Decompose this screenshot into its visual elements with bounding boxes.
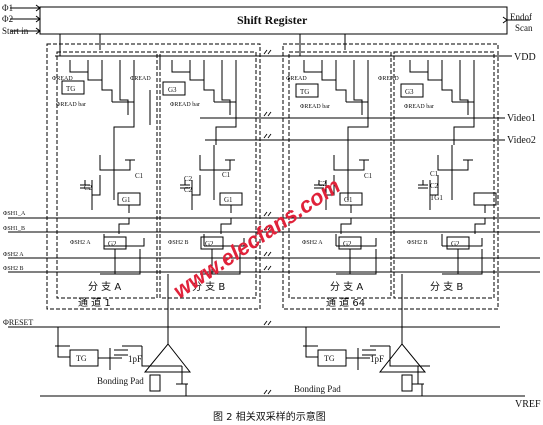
phi2-label: Φ2 [2,14,13,24]
phi1-label: Φ1 [2,3,13,13]
c2-label-a64: C2 [318,180,327,188]
vref-label: VREF [515,399,541,410]
figure-caption: 图 2 相关双采样的示意图 [213,410,326,423]
cap-value-64: 1pF [370,354,384,364]
sh2b-label: ΦSH2 B [3,266,24,272]
sh2-local-b64: ΦSH2 B [407,240,428,246]
c2-label-a1: C2 [84,184,93,192]
cap-value-1: 1pF [128,354,142,364]
branch-a64-label: 分 支 A [330,281,363,293]
branch-b64-box [393,51,495,299]
branch-a64-circuit [295,60,377,275]
branch-b1-circuit [162,60,245,275]
video2-label: Video2 [507,135,536,146]
tg-label-amp1: TG [76,354,87,363]
channel-64-label: 通 道 64 [326,296,365,309]
read-bar-label-b1: ΦREAD bar [170,102,200,108]
sh2-local-a1: ΦSH2 A [70,240,91,246]
branch-b1-box [159,51,257,299]
sh1b-label: ΦSH1_B [3,226,25,232]
sh2-local-a64: ΦSH2 A [302,240,323,246]
sh1a-label: ΦSH1_A [3,211,26,217]
read-bar-label-a64: ΦREAD bar [300,104,330,110]
c2-label-b1b: C2 [184,186,193,194]
c2-label-b1a: C2 [184,175,193,183]
read-label-b1: ΦREAD [130,76,151,82]
branch-a1-label: 分 支 A [88,281,121,293]
branch-a1-circuit [61,56,161,275]
g1-label-a1: G1 [122,196,131,204]
read-label-a1: ΦREAD [52,76,73,82]
c1-label-a64: C1 [364,172,373,180]
shift-register-label: Shift Register [237,13,308,27]
g1-label-b1: G1 [224,196,233,204]
amplifier-64 [303,327,430,392]
amplifier-1 [55,327,192,392]
c1-label-b1: C1 [222,171,231,179]
end-of-scan-line2: Scan [515,23,533,33]
branch-a64-box [288,51,392,299]
vdd-label: VDD [514,52,536,63]
read-bar-label-a1: ΦREAD bar [56,102,86,108]
sh2-local-b1: ΦSH2 B [168,240,189,246]
read-label-b64: ΦREAD [378,76,399,82]
top-signal-labels: Φ1 Φ2 Start in [2,3,29,36]
c1-label-b64: C1 [430,170,439,178]
channel-1-label: 通 道 1 [78,296,111,309]
watermark: www.elecfans.com [168,173,345,303]
tg1-label-b64: TG1 [430,194,443,202]
c1-label-a1: C1 [135,172,144,180]
read-bar-label-b64: ΦREAD bar [404,104,434,110]
g3-label-b64: G3 [405,88,414,96]
g2-label-a1: G2 [108,240,117,248]
video1-label: Video1 [507,113,536,124]
tg-label-amp64: TG [324,354,335,363]
tg-label-a64: TG [300,88,309,96]
g3-label-b1: G3 [168,86,177,94]
tg-label-a1: TG [66,85,75,93]
branch-b64-label: 分 支 B [430,281,463,293]
g2-label-a64: G2 [343,240,352,248]
c2-label-b64: C2 [430,182,439,190]
bonding-pad-label-1: Bonding Pad [97,376,144,386]
read-label-a64: ΦREAD [286,76,307,82]
branch-b64-circuit [400,60,497,275]
channel-1-box [46,43,261,310]
branch-a1-box [56,51,158,299]
bonding-pad-label-64: Bonding Pad [294,384,341,394]
sh2a-label: ΦSH2 A [3,252,24,258]
end-of-scan-line1: Endof [510,12,532,22]
g2-label-b1: G2 [205,240,214,248]
reset-label: ΦRESET [3,318,33,327]
g1-label-a64: G1 [344,196,353,204]
start-in-label: Start in [2,26,29,36]
g2-label-b64: G2 [451,240,460,248]
branch-b1-label: 分 支 B [192,281,225,293]
